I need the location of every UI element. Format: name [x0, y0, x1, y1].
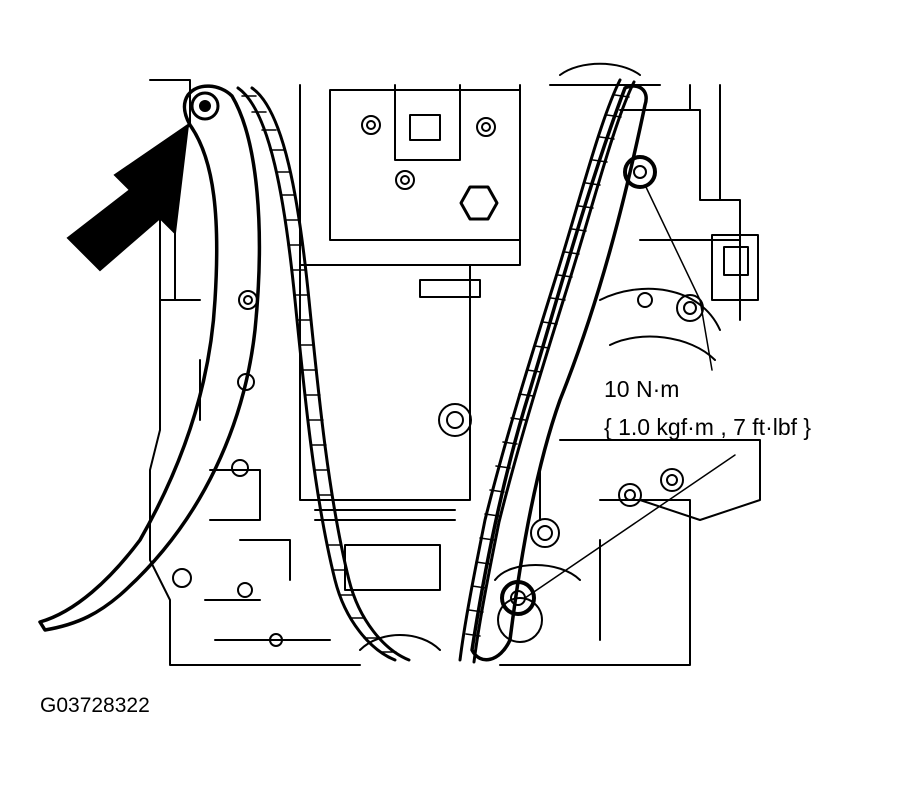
torque-value-label: 10 N·m — [604, 376, 680, 402]
figure-id-label: G03728322 — [40, 694, 150, 717]
timing-chain-left — [236, 86, 411, 662]
bolt-bosses — [172, 115, 704, 647]
left-chain-guide — [38, 84, 262, 632]
engine-block-outline — [149, 62, 761, 666]
torque-alt-units-label: { 1.0 kgf·m , 7 ft·lbf } — [604, 414, 812, 440]
hex-bolt — [459, 185, 499, 221]
tensioner-lower-seat — [497, 597, 543, 643]
tensioner-lower-bolt — [500, 580, 536, 616]
tensioner-upper-bolt — [623, 155, 657, 189]
right-tensioner-guide — [470, 84, 648, 662]
pointer-arrow-icon — [66, 122, 190, 272]
guide-pivot-bolt — [190, 91, 220, 121]
torque-leader-line — [644, 184, 713, 371]
timing-chain-right — [458, 78, 636, 664]
